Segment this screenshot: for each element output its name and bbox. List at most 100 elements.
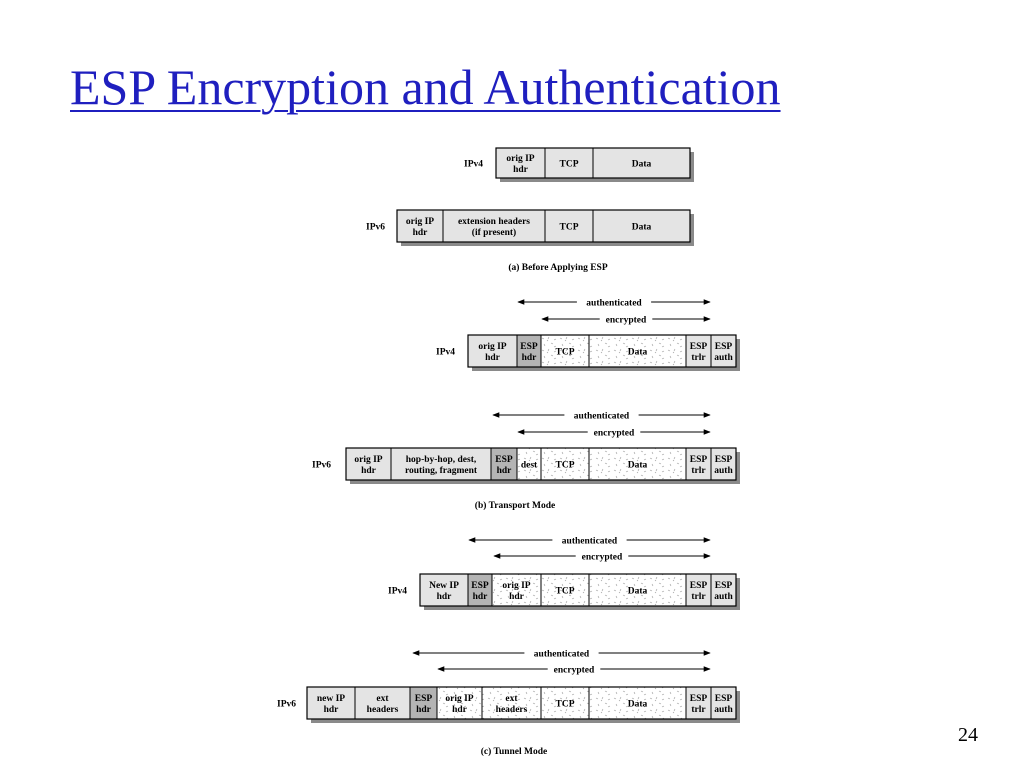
field-esp-hdr-text: hdr <box>522 353 538 363</box>
authenticated-span-label: authenticated <box>534 650 590 660</box>
field-extension-headers-if-present: extension headers(if present) <box>442 209 546 243</box>
field-orig-ip-hdr-box <box>396 209 444 243</box>
field-data-text: Data <box>628 587 648 597</box>
field-data-text: Data <box>632 160 652 170</box>
field-esp-hdr-text: ESP <box>495 455 513 465</box>
authenticated-span: authenticated <box>412 647 711 660</box>
caption-before-esp: (a) Before Applying ESP <box>508 262 608 273</box>
packet-label: IPv4 <box>388 587 407 597</box>
field-tcp: TCP <box>540 334 590 368</box>
field-data-text: Data <box>628 348 648 358</box>
authenticated-span-label-bg <box>576 296 652 307</box>
field-dest-text: dest <box>521 461 538 471</box>
authenticated-span-label-bg <box>564 409 639 420</box>
field-esp-hdr-text: ESP <box>471 581 489 591</box>
caption-transport-mode: (b) Transport Mode <box>475 500 555 511</box>
field-data-text: Data <box>628 461 648 471</box>
field-orig-ip-hdr-text: orig IP <box>506 154 534 164</box>
field-esp-auth-text: ESP <box>715 581 733 591</box>
field-orig-ip-hdr-text: hdr <box>485 353 501 363</box>
field-new-ip-hdr-text: new IP <box>317 694 345 704</box>
field-esp-hdr-text: hdr <box>473 592 489 602</box>
field-data: Data <box>592 209 691 243</box>
packet-label: IPv6 <box>366 223 385 233</box>
field-esp-auth-text: ESP <box>715 455 733 465</box>
packet-label: IPv4 <box>464 160 483 170</box>
field-esp-auth-text: auth <box>714 353 733 363</box>
authenticated-span: authenticated <box>492 409 711 422</box>
field-tcp: TCP <box>540 447 590 481</box>
packet-outline <box>306 686 737 720</box>
field-tcp-text: TCP <box>556 348 575 358</box>
field-data-box <box>592 209 691 243</box>
field-orig-ip-hdr-text: orig IP <box>502 581 530 591</box>
authenticated-span-label-bg <box>552 534 627 545</box>
encrypted-span-label: encrypted <box>606 316 647 326</box>
packet-outline <box>419 573 737 607</box>
field-esp-auth-text: auth <box>714 705 733 715</box>
field-dest: dest <box>516 447 542 481</box>
field-tcp-box <box>544 209 594 243</box>
field-tcp: TCP <box>540 686 590 720</box>
packet-outline <box>345 447 737 481</box>
field-esp-trlr-text: ESP <box>690 581 708 591</box>
field-tcp-text: TCP <box>556 700 575 710</box>
field-esp-hdr-box <box>467 573 493 607</box>
packet-label: IPv6 <box>277 700 296 710</box>
field-data-box <box>588 334 687 368</box>
field-extension-headers-if-present-text: (if present) <box>472 227 516 238</box>
packet-outline <box>396 209 691 243</box>
field-hop-by-hop-dest-routing-fragment: hop-by-hop, dest,routing, fragment <box>390 447 492 481</box>
field-new-ip-hdr-text: New IP <box>429 581 459 591</box>
field-data: Data <box>588 334 687 368</box>
field-tcp-box <box>540 447 590 481</box>
field-esp-trlr-text: trlr <box>691 353 706 363</box>
page-number: 24 <box>958 724 978 746</box>
field-tcp-text: TCP <box>556 461 575 471</box>
authenticated-span-label: authenticated <box>562 537 618 547</box>
field-esp-hdr-text: hdr <box>497 466 513 476</box>
field-esp-trlr-text: trlr <box>691 466 706 476</box>
field-orig-ip-hdr-text: orig IP <box>406 217 434 227</box>
field-orig-ip-hdr-box <box>345 447 392 481</box>
encrypted-span: encrypted <box>437 663 711 676</box>
field-esp-hdr-text: ESP <box>520 342 538 352</box>
encrypted-span-label: encrypted <box>582 553 623 563</box>
authenticated-span: authenticated <box>517 296 711 309</box>
field-tcp: TCP <box>540 573 590 607</box>
authenticated-span-label: authenticated <box>574 412 630 422</box>
encrypted-span-label-bg <box>587 426 641 437</box>
field-esp-auth-text: auth <box>714 592 733 602</box>
field-esp-auth-text: auth <box>714 466 733 476</box>
field-orig-ip-hdr-text: hdr <box>509 592 525 602</box>
field-esp-hdr-text: hdr <box>416 705 432 715</box>
field-orig-ip-hdr-box <box>467 334 518 368</box>
packet-label: IPv6 <box>312 461 331 471</box>
field-ext-headers-text: headers <box>367 705 399 715</box>
field-tcp-text: TCP <box>556 587 575 597</box>
field-esp-trlr-text: ESP <box>690 694 708 704</box>
field-tcp-text: TCP <box>560 223 579 233</box>
field-tcp: TCP <box>544 147 594 179</box>
field-data: Data <box>588 686 687 720</box>
slide-title: ESP Encryption and Authentication <box>70 59 781 115</box>
field-orig-ip-hdr-text: hdr <box>361 466 377 476</box>
